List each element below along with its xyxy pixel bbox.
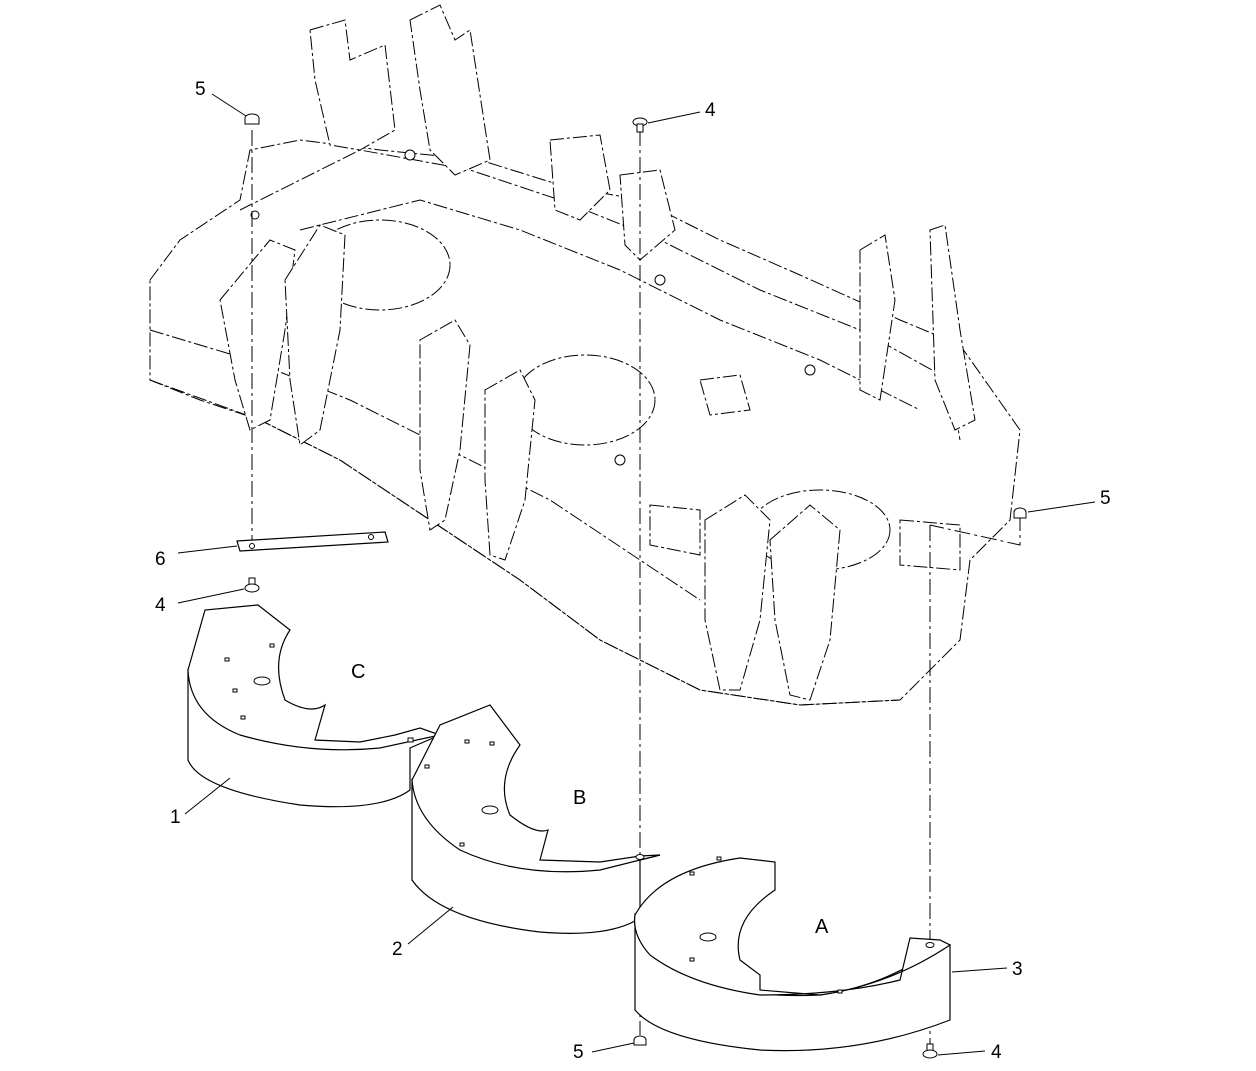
mower-deck-frame [149, 4, 1021, 706]
weight-bracket-plate [236, 531, 389, 552]
weight-a [633, 856, 952, 1052]
leader-lines [177, 93, 1096, 1056]
weight-label-b: B [573, 787, 586, 809]
carriage-bolt-top [632, 117, 648, 133]
callout-4-bottom: 4 [991, 1042, 1002, 1063]
callout-3: 3 [1012, 959, 1023, 980]
callout-6: 6 [155, 549, 166, 570]
callout-2: 2 [392, 939, 403, 960]
weight-b [411, 704, 661, 934]
callout-5-right: 5 [1100, 488, 1111, 509]
weight-label-c: C [351, 661, 365, 683]
weight-letters: C B A [351, 661, 829, 938]
callout-4-top: 4 [705, 100, 716, 121]
callout-4-left: 4 [155, 595, 166, 616]
carriage-bolt-left [244, 577, 260, 593]
weight-label-a: A [815, 916, 829, 938]
callout-5-bottom: 5 [573, 1042, 584, 1063]
flange-nut-bottom [633, 1035, 647, 1046]
flange-nut-right [1013, 507, 1027, 519]
callout-labels: 5 4 5 6 4 1 2 3 5 4 [155, 79, 1111, 1063]
callout-1: 1 [170, 807, 181, 828]
weight-c [187, 604, 443, 808]
flange-nut-top-left [244, 113, 260, 125]
carriage-bolt-bottom [922, 1043, 938, 1059]
callout-5-top-left: 5 [195, 79, 206, 100]
